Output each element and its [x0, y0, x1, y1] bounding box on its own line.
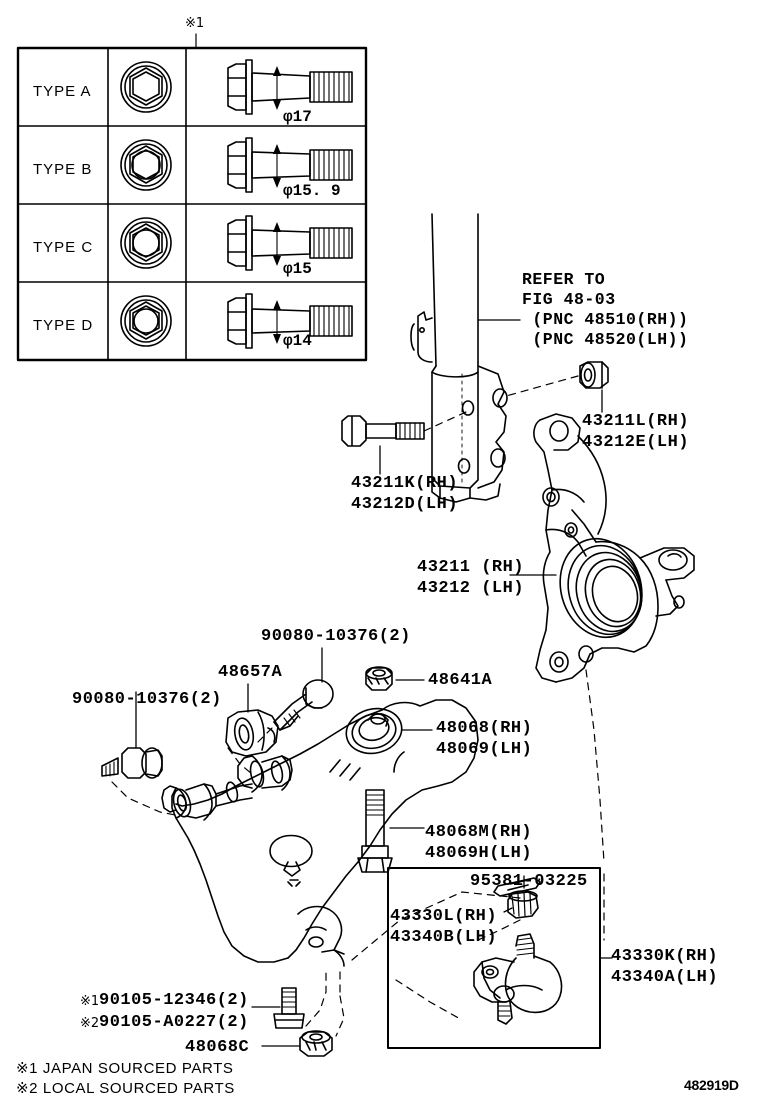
lower-control-arm: [161, 699, 479, 967]
callout-cotter-pin: 95381-03225: [470, 872, 588, 891]
source-mark-japan: ※1: [80, 994, 100, 1009]
type-table-frame: [16, 46, 368, 362]
type-row-label-b: TYPE B: [33, 161, 93, 178]
knuckle-bolt-part: [341, 415, 425, 447]
bolt-90080-upper: [273, 679, 334, 731]
assembly-dashed-lines: [111, 375, 605, 1037]
callout-refer-to: REFER TO FIG 48-03 (PNC 48510(RH)) (PNC …: [522, 270, 689, 350]
footnote-local: ※2 LOCAL SOURCED PARTS: [16, 1080, 235, 1097]
leader-lines: [135, 319, 613, 1047]
callout-bolt-90105-local: 90105-A0227(2): [99, 1013, 249, 1032]
nut-48068C: [299, 1030, 333, 1057]
callout-nut-48641a: 48641A: [428, 671, 493, 690]
callout-knuckle-bolt: 43211K(RH) 43212D(LH): [351, 474, 459, 514]
callout-bolt-90105-japan: 90105-12346(2): [99, 991, 249, 1010]
nut-48641A: [365, 666, 393, 691]
knuckle-nut-part: [579, 361, 609, 389]
type-row-label-a: TYPE A: [33, 83, 92, 100]
callout-ball-joint-boot: 43330L(RH) 43340B(LH): [390, 907, 498, 947]
type-row-label-c: TYPE C: [33, 239, 94, 256]
callout-lower-arm: 48068(RH) 48069(LH): [436, 719, 533, 759]
callout-arm-bolt: 48068M(RH) 48069H(LH): [425, 823, 533, 863]
bolt-90105: [273, 987, 305, 1029]
steering-knuckle: [533, 413, 695, 683]
strut-assembly: [410, 213, 508, 503]
type-row-label-d: TYPE D: [33, 317, 94, 334]
bolt-90080-left: [101, 747, 163, 779]
type-row-diameter-d: φ14: [283, 332, 312, 350]
callout-ball-joint: 43330K(RH) 43340A(LH): [611, 947, 719, 987]
ball-joint-assembly: [473, 877, 563, 1025]
callout-nut-48068c: 48068C: [185, 1038, 250, 1057]
arm-bolt-48068M: [357, 789, 393, 873]
type-row-diameter-b: φ15. 9: [283, 182, 341, 200]
type-row-diameter-c: φ15: [283, 260, 312, 278]
bushing-48657A: [225, 709, 279, 757]
callout-steering-knuckle: 43211 (RH) 43212 (LH): [417, 558, 525, 598]
callout-bolt-90080-upper: 90080-10376(2): [261, 627, 411, 646]
note-marker-top: ※1: [185, 16, 205, 31]
hex-head-icons: [120, 61, 172, 347]
callout-bolt-90080-left: 90080-10376(2): [72, 690, 222, 709]
source-mark-local: ※2: [80, 1016, 100, 1031]
footnote-japan: ※1 JAPAN SOURCED PARTS: [16, 1060, 234, 1077]
bolt-side-views: [227, 59, 353, 349]
diagram-id-code: 482919D: [684, 1077, 739, 1093]
callout-bushing-48657a: 48657A: [218, 663, 283, 682]
callout-knuckle-nut: 43211L(RH) 43212E(LH): [582, 412, 690, 452]
type-row-diameter-a: φ17: [283, 108, 312, 126]
